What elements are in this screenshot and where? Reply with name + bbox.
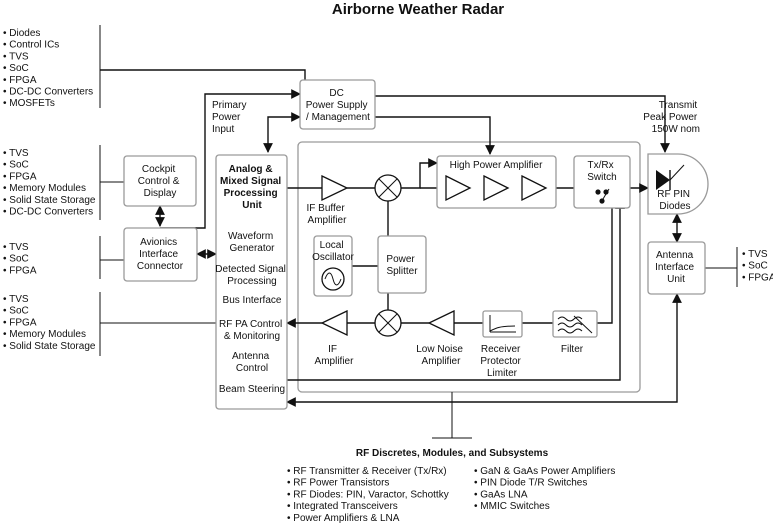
dc-power-supply-label: DC Power Supply / Management bbox=[306, 88, 370, 123]
txrx-switch-label: Tx/Rx Switch bbox=[587, 160, 616, 183]
hpa-amp-1-icon bbox=[445, 174, 472, 202]
transmit-power-label: Transmit Peak Power 150W nom bbox=[643, 100, 700, 135]
func-waveform: Waveform Generator bbox=[228, 231, 276, 254]
rf-list-item: • GaAs LNA bbox=[474, 489, 528, 500]
list-avionics-left: • TVS• SoC• FPGA bbox=[3, 242, 37, 276]
rf-section-title: RF Discretes, Modules, and Subsystems bbox=[356, 448, 549, 459]
wire-dc-to-hpa bbox=[375, 116, 495, 155]
tx-mixer-icon bbox=[374, 174, 402, 202]
rf-list-item: • RF Transmitter & Receiver (Tx/Rx) bbox=[287, 466, 447, 477]
cockpit-label: Cockpit Control & Display bbox=[138, 164, 182, 199]
if-buffer-amp-icon bbox=[321, 174, 349, 202]
analog-mixed-signal-block bbox=[215, 154, 288, 410]
rf-pin-label: RF PIN Diodes bbox=[657, 189, 693, 212]
rx-mixer-icon bbox=[374, 309, 402, 337]
limiter-icon bbox=[489, 315, 516, 333]
hpa-amp-3-icon bbox=[521, 174, 548, 202]
switch-icon bbox=[595, 188, 610, 204]
list-cockpit-left: • TVS• SoC• FPGA• Memory Modules• Solid … bbox=[3, 148, 96, 218]
list-antenna-right: • TVS• SoC• FPGA bbox=[742, 249, 773, 283]
if-buffer-label: IF Buffer Amplifier bbox=[307, 203, 348, 226]
rf-list-item: • RF Diodes: PIN, Varactor, Schottky bbox=[287, 489, 449, 500]
local-oscillator-label: Local Oscillator bbox=[312, 240, 354, 263]
func-beam-steering: Beam Steering bbox=[219, 384, 285, 395]
avionics-label: Avionics Interface Connector bbox=[137, 237, 184, 272]
primary-power-label: Primary Power Input bbox=[212, 100, 249, 135]
component-list-item: • Solid State Storage bbox=[3, 195, 96, 206]
antenna-interface-label: Antenna Interface Unit bbox=[655, 250, 697, 285]
diagram-title: Airborne Weather Radar bbox=[332, 1, 504, 18]
component-list-item: • FPGA bbox=[742, 272, 773, 283]
component-list-item: • SoC bbox=[742, 261, 768, 272]
component-list-item: • TVS bbox=[3, 294, 29, 305]
rf-section-col2: • GaN & GaAs Power Amplifiers• PIN Diode… bbox=[474, 466, 615, 512]
sine-wave-icon bbox=[321, 267, 345, 291]
avionics-block bbox=[123, 227, 198, 282]
limiter-label: Receiver Protector Limiter bbox=[480, 344, 523, 379]
wire-tx-3 bbox=[401, 158, 438, 189]
hpa-label: High Power Amplifier bbox=[450, 160, 543, 171]
rf-list-item: • GaN & GaAs Power Amplifiers bbox=[474, 466, 615, 477]
wire-list-to-dc bbox=[100, 69, 306, 80]
component-list-item: • SoC bbox=[3, 254, 29, 265]
if-amp-icon bbox=[320, 309, 348, 337]
wire-dc-to-analog bbox=[263, 112, 301, 153]
func-bus-interface: Bus Interface bbox=[223, 295, 282, 306]
component-list-item: • FPGA bbox=[3, 265, 37, 276]
func-antenna-control: Antenna Control bbox=[232, 351, 272, 374]
component-list-item: • TVS bbox=[3, 148, 29, 159]
analog-title: Analog & Mixed Signal Processing Unit bbox=[220, 164, 284, 211]
lna-icon bbox=[427, 309, 455, 337]
if-amp-label: IF Amplifier bbox=[315, 344, 355, 367]
antenna-interface-block bbox=[647, 241, 706, 295]
rf-section-col1: • RF Transmitter & Receiver (Tx/Rx)• RF … bbox=[287, 466, 449, 524]
component-list-item: • Memory Modules bbox=[3, 183, 86, 194]
rf-list-item: • PIN Diode T/R Switches bbox=[474, 478, 587, 489]
component-list-item: • SoC bbox=[3, 63, 29, 74]
component-list-item: • Solid State Storage bbox=[3, 341, 96, 352]
func-detected-signal: Detected Signal Processing bbox=[215, 264, 288, 287]
rf-list-item: • MMIC Switches bbox=[474, 501, 550, 512]
pin-diode-icon bbox=[656, 164, 685, 190]
component-list-item: • FPGA bbox=[3, 317, 37, 328]
rf-pin-block bbox=[647, 153, 709, 215]
dc-power-supply-block bbox=[299, 79, 376, 130]
component-list-item: • TVS bbox=[3, 242, 29, 253]
limiter-block bbox=[482, 310, 523, 338]
hpa-amp-2-icon bbox=[483, 174, 510, 202]
component-list-item: • TVS bbox=[3, 51, 29, 62]
power-splitter-block bbox=[377, 235, 427, 294]
component-list-item: • FPGA bbox=[3, 75, 37, 86]
component-list-item: • MOSFETs bbox=[3, 98, 55, 109]
component-list-item: • DC-DC Converters bbox=[3, 87, 93, 98]
component-list-item: • SoC bbox=[3, 306, 29, 317]
component-list-item: • Memory Modules bbox=[3, 329, 86, 340]
component-list-item: • Diodes bbox=[3, 28, 40, 39]
rf-list-item: • RF Power Transistors bbox=[287, 478, 389, 489]
txrx-switch-block bbox=[573, 155, 631, 209]
component-list-item: • SoC bbox=[3, 160, 29, 171]
wire-antenna-analog bbox=[286, 293, 682, 407]
power-splitter-label: Power Splitter bbox=[386, 254, 418, 277]
lna-label: Low Noise Amplifier bbox=[416, 344, 465, 367]
filter-label: Filter bbox=[561, 344, 584, 355]
func-rf-pa-control: RF PA Control & Monitoring bbox=[219, 319, 285, 342]
wire-dc-to-rfpin bbox=[375, 95, 670, 153]
rf-list-item: • Integrated Transceivers bbox=[287, 501, 398, 512]
cockpit-block bbox=[123, 155, 197, 207]
list-top-left: • Diodes• Control ICs• TVS• SoC• FPGA• D… bbox=[3, 28, 93, 109]
component-list-item: • FPGA bbox=[3, 171, 37, 182]
list-bottom-left: • TVS• SoC• FPGA• Memory Modules• Solid … bbox=[3, 294, 96, 352]
component-list-item: • TVS bbox=[742, 249, 768, 260]
component-list-item: • Control ICs bbox=[3, 40, 59, 51]
rf-list-item: • Power Amplifiers & LNA bbox=[287, 513, 400, 524]
filter-icon bbox=[557, 315, 593, 334]
component-list-item: • DC-DC Converters bbox=[3, 207, 93, 218]
